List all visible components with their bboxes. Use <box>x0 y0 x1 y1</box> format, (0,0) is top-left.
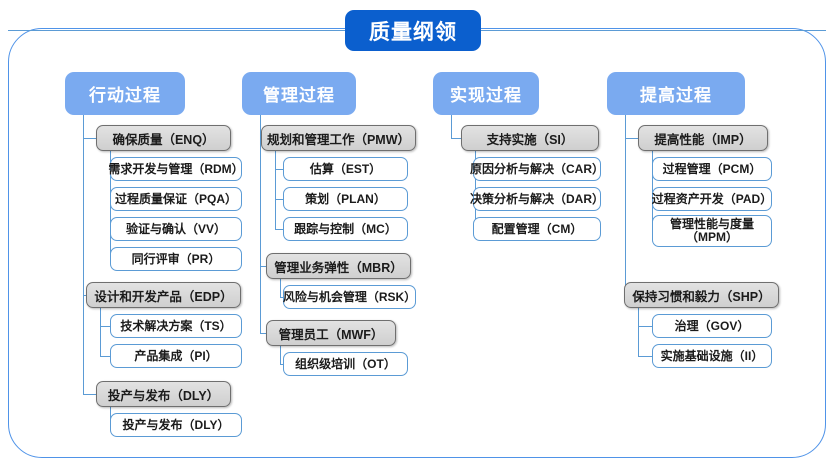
leaf-2-0-1[interactable]: 决策分析与解决（DAR） <box>470 187 604 211</box>
column-header-2[interactable]: 实现过程 <box>433 72 539 115</box>
connector-horizontal <box>83 138 96 140</box>
leaf-1-0-2[interactable]: 跟踪与控制（MC） <box>283 217 408 241</box>
leaf-3-0-1[interactable]: 过程资产开发（PAD） <box>652 187 772 211</box>
leaf-0-0-3[interactable]: 同行评审（PR） <box>110 247 242 271</box>
category-3-0[interactable]: 提高性能（IMP） <box>638 125 768 151</box>
connector-horizontal <box>280 364 283 366</box>
category-3-1[interactable]: 保持习惯和毅力（SHP） <box>624 282 779 308</box>
leaf-1-1-0[interactable]: 风险与机会管理（RSK） <box>283 285 416 309</box>
leaf-3-0-0[interactable]: 过程管理（PCM） <box>652 157 772 181</box>
leaf-1-2-0[interactable]: 组织级培训（OT） <box>283 352 408 376</box>
connector-horizontal <box>83 394 96 396</box>
category-2-0[interactable]: 支持实施（SI） <box>461 125 599 151</box>
leaf-0-0-2[interactable]: 验证与确认（VV） <box>110 217 242 241</box>
connector-vertical <box>280 279 282 297</box>
leaf-3-0-2[interactable]: 管理性能与度量（MPM） <box>652 215 772 247</box>
connector-horizontal <box>451 138 461 140</box>
category-1-1[interactable]: 管理业务弹性（MBR） <box>266 253 411 279</box>
connector-horizontal <box>260 266 266 268</box>
connector-vertical <box>100 308 102 356</box>
connector-vertical <box>275 151 277 229</box>
connector-horizontal <box>625 138 638 140</box>
category-1-2[interactable]: 管理员工（MWF） <box>266 320 396 346</box>
connector-vertical <box>451 115 453 138</box>
connector-horizontal <box>481 30 826 32</box>
connector-horizontal <box>100 326 110 328</box>
connector-horizontal <box>275 199 283 201</box>
leaf-3-1-0[interactable]: 治理（GOV） <box>652 314 772 338</box>
leaf-0-0-0[interactable]: 需求开发与管理（RDM） <box>108 157 244 181</box>
connector-horizontal <box>8 30 345 32</box>
connector-horizontal <box>275 229 283 231</box>
connector-vertical <box>260 115 262 333</box>
leaf-2-0-0[interactable]: 原因分析与解决（CAR） <box>470 157 604 181</box>
leaf-1-0-1[interactable]: 策划（PLAN） <box>283 187 408 211</box>
connector-horizontal <box>83 295 86 297</box>
leaf-0-2-0[interactable]: 投产与发布（DLY） <box>110 413 242 437</box>
category-0-1[interactable]: 设计和开发产品（EDP） <box>86 282 241 308</box>
category-1-0[interactable]: 规划和管理工作（PMW） <box>261 125 416 151</box>
connector-vertical <box>280 346 282 364</box>
leaf-1-0-0[interactable]: 估算（EST） <box>283 157 408 181</box>
leaf-0-1-1[interactable]: 产品集成（PI） <box>110 344 242 368</box>
column-header-0[interactable]: 行动过程 <box>65 72 185 115</box>
connector-horizontal <box>275 169 283 171</box>
category-0-0[interactable]: 确保质量（ENQ） <box>96 125 231 151</box>
column-header-3[interactable]: 提高过程 <box>607 72 745 115</box>
connector-horizontal <box>638 356 652 358</box>
connector-horizontal <box>280 297 283 299</box>
leaf-3-1-1[interactable]: 实施基础设施（II） <box>652 344 772 368</box>
root-title: 质量纲领 <box>345 10 481 51</box>
connector-horizontal <box>638 326 652 328</box>
category-0-2[interactable]: 投产与发布（DLY） <box>96 381 231 407</box>
leaf-0-0-1[interactable]: 过程质量保证（PQA） <box>110 187 242 211</box>
leaf-2-0-2[interactable]: 配置管理（CM） <box>473 217 601 241</box>
connector-vertical <box>625 115 627 295</box>
column-header-1[interactable]: 管理过程 <box>242 72 356 115</box>
connector-vertical <box>83 115 85 394</box>
leaf-0-1-0[interactable]: 技术解决方案（TS） <box>110 314 242 338</box>
connector-horizontal <box>260 333 266 335</box>
connector-vertical <box>638 308 640 356</box>
connector-horizontal <box>100 356 110 358</box>
